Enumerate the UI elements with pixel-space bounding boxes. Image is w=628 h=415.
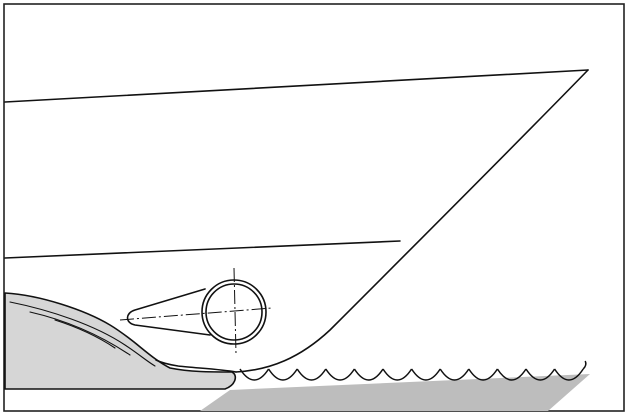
wave-scallop (239, 368, 270, 381)
wave-scallop (382, 368, 413, 381)
bulb-shading-line-2 (29, 311, 131, 356)
wave-scallop (525, 368, 556, 381)
wave-scallop (353, 368, 384, 381)
centerline-horizontal (119, 307, 273, 321)
wave-scallop (267, 368, 298, 381)
wave-scallop (410, 368, 441, 381)
bulbous-bow (4, 292, 237, 390)
deck-line (4, 69, 589, 103)
wave-scallop (325, 368, 356, 381)
wave-scallop (468, 368, 499, 381)
water-waves (239, 360, 587, 381)
bow-stem (235, 69, 589, 373)
ground-shadow (200, 374, 590, 411)
forefoot-curve (155, 359, 237, 373)
hawse-pipe-outline (126, 288, 211, 336)
inner-hull-line (4, 240, 401, 259)
wave-scallop (296, 368, 327, 381)
centerline-vertical (233, 267, 237, 355)
bulb-shading-line-3 (54, 319, 116, 349)
wave-tail (582, 360, 587, 370)
hawse-pipe-inner-circle (205, 283, 263, 341)
wave-scallop (496, 368, 527, 381)
bulb-shading-line-1 (9, 301, 156, 367)
wave-scallop (439, 368, 470, 381)
wave-scallop (553, 368, 584, 381)
